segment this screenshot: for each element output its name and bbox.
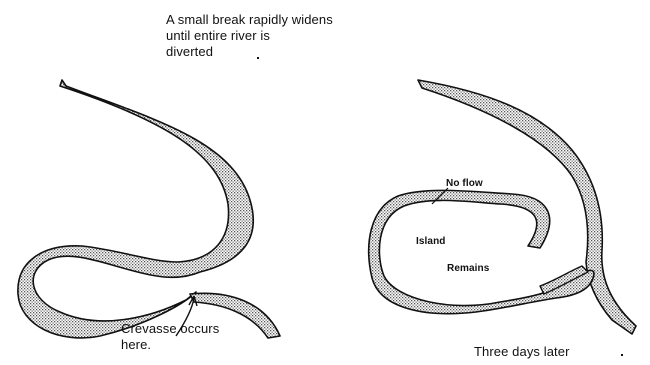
left-river: [18, 80, 280, 338]
island-label: Island: [416, 236, 446, 248]
top-caption-line-2: until entire river is: [166, 28, 270, 44]
crevasse-label-line-1: Crevasse occurs: [121, 321, 219, 337]
right-caption-period-dot: [621, 354, 623, 356]
right-caption: Three days later: [474, 344, 570, 360]
top-caption-line-1: A small break rapidly widens: [166, 12, 333, 28]
remains-label: Remains: [447, 263, 489, 275]
crevasse-label-line-2: here.: [121, 337, 151, 353]
right-river: [369, 80, 636, 334]
top-caption-line-3: diverted: [166, 44, 213, 60]
no-flow-label: No flow: [446, 178, 483, 190]
caption-period-dot: [257, 57, 259, 59]
right-river-abandoned-loop: [369, 190, 594, 313]
